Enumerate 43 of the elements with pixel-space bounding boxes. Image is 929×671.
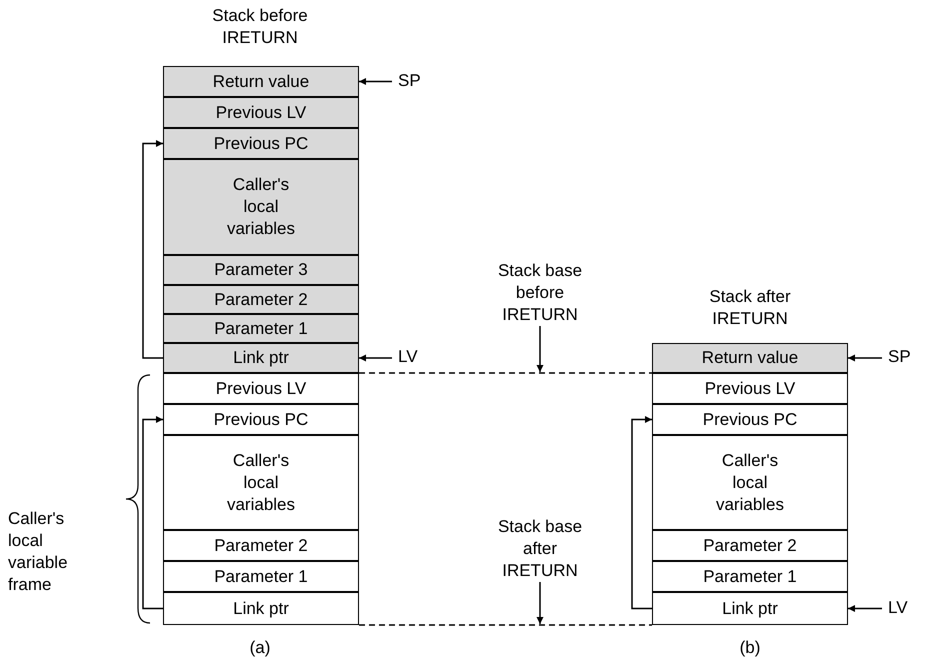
stack-cell: Parameter 3 [163,255,359,285]
arrow [536,582,544,624]
arrow [142,416,163,610]
stack-cell: Previous LV [163,373,359,404]
stack-cell: Caller's local variables [163,435,359,530]
arrow [848,605,882,612]
arrow [359,78,392,85]
stack-cell: Parameter 1 [163,561,359,592]
arrow [359,354,392,362]
stack-cell: Parameter 1 [652,561,848,592]
dashed-line [359,372,652,374]
frame-label: Caller's local variable frame [8,508,69,596]
stack-cell: Parameter 2 [652,530,848,561]
register-label: LV [888,597,928,619]
stack-heading: Stack after IRETURN [708,286,792,330]
stack-cell: Link ptr [163,592,359,625]
stack-cell: Parameter 1 [163,314,359,343]
arrow [142,140,163,359]
pointer-label: Stack base after IRETURN [490,516,590,582]
panel-label: (a) [248,637,272,659]
register-label: SP [888,346,928,368]
panel-label: (b) [738,637,762,659]
dashed-line [359,624,652,626]
stack-cell: Return value [163,66,359,97]
pointer-label: Stack base before IRETURN [490,260,590,326]
register-label: SP [398,70,438,92]
arrow [631,416,652,610]
register-label: LV [398,346,438,368]
stack-cell: Parameter 2 [163,530,359,561]
stack-cell: Previous LV [652,373,848,404]
stack-cell: Previous PC [652,404,848,435]
stack-cell: Caller's local variables [163,159,359,255]
arrow [536,326,544,372]
stack-cell: Previous PC [163,404,359,435]
stack-cell: Link ptr [652,592,848,625]
stack-cell: Return value [652,343,848,373]
stack-cell: Previous LV [163,97,359,128]
stack-cell: Previous PC [163,128,359,159]
stack-cell: Link ptr [163,343,359,373]
arrow [848,354,882,362]
stack-heading: Stack before IRETURN [211,5,309,49]
stack-cell: Caller's local variables [652,435,848,530]
stack-cell: Parameter 2 [163,285,359,314]
